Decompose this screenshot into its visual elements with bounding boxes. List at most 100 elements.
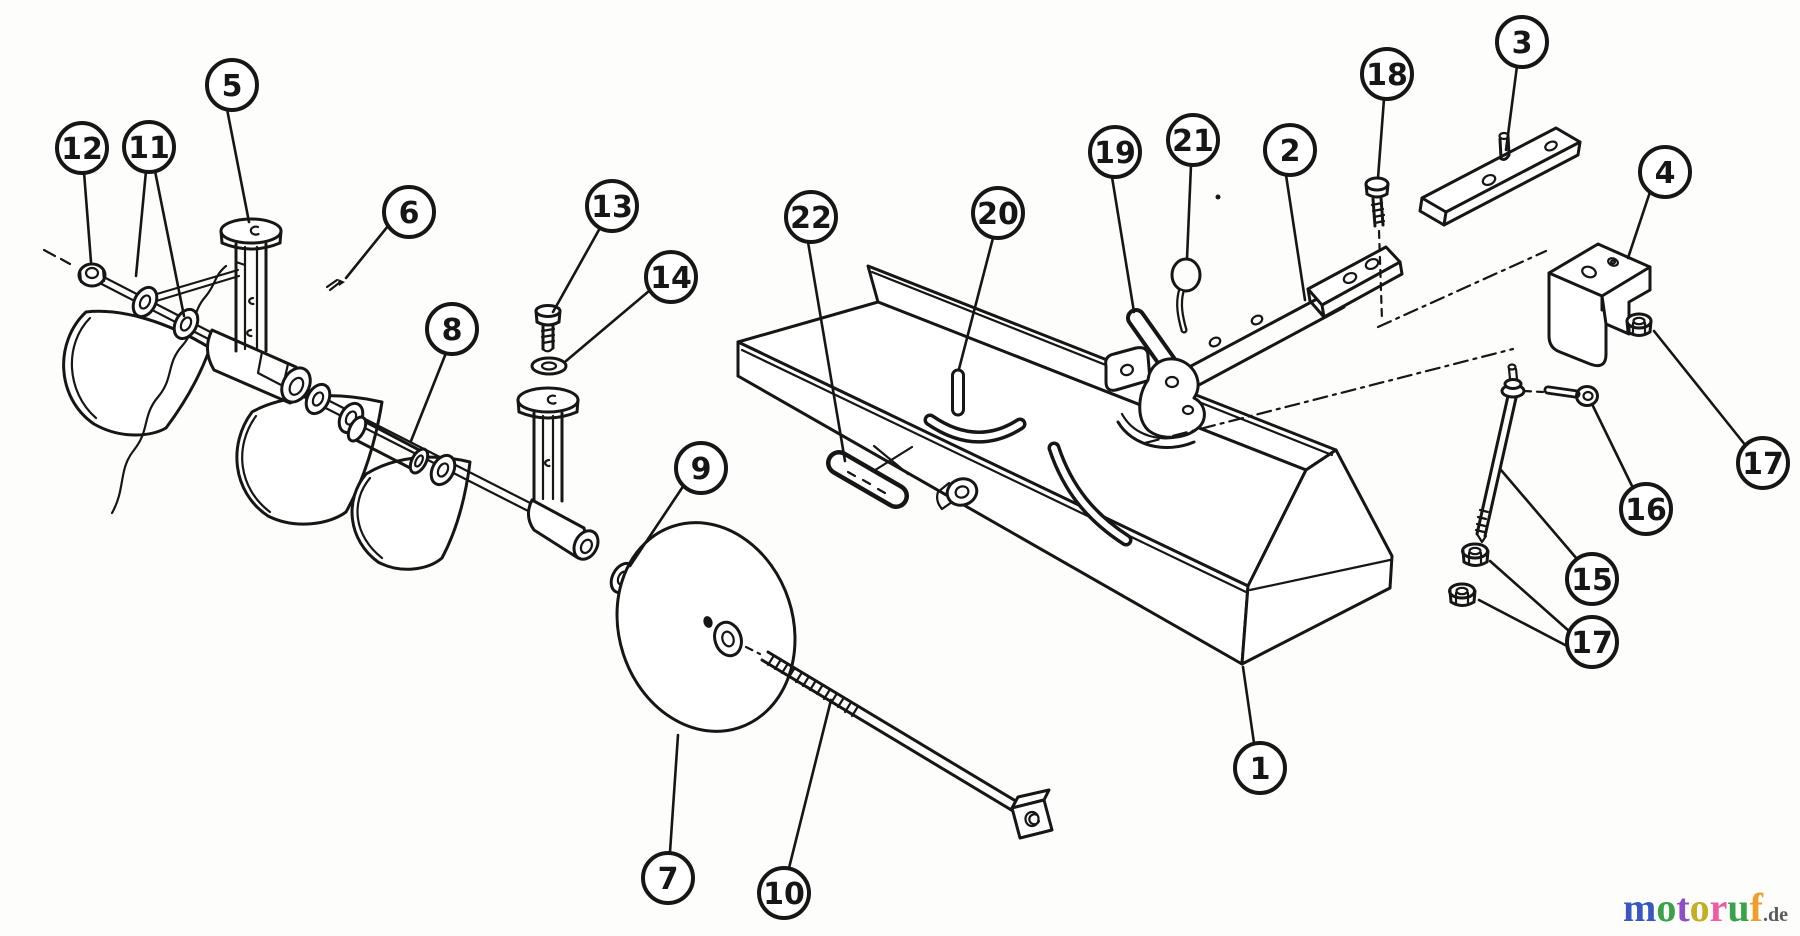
balloon-circle[interactable] (1495, 15, 1549, 69)
balloon-circle[interactable] (1088, 125, 1142, 179)
frame-arm (148, 268, 241, 304)
logo-letter: f (1749, 885, 1763, 930)
pivot-ear (1104, 346, 1152, 392)
balloon-circle[interactable] (971, 186, 1025, 240)
leader-line (1241, 665, 1256, 745)
pivot-plate (1138, 357, 1206, 439)
callout-balloon-1[interactable]: 1 (1233, 741, 1287, 795)
balloon-circle[interactable] (1736, 436, 1790, 490)
balloon-circle[interactable] (1263, 123, 1317, 177)
break-line (110, 264, 228, 515)
leader-line (806, 240, 847, 463)
leader-line (628, 483, 686, 568)
callout-balloon-3[interactable]: 3 (1495, 15, 1549, 69)
leader-line (409, 351, 448, 443)
tie-rod-15 (1474, 363, 1545, 544)
leader-line (344, 224, 390, 280)
callout-balloon-22[interactable]: 22 (784, 190, 838, 244)
leader-line (82, 170, 93, 264)
balloon-number: 4 (1655, 156, 1676, 191)
callout-balloon-18[interactable]: 18 (1360, 47, 1414, 101)
callout-balloon-5[interactable]: 5 (205, 58, 259, 112)
leader-line (1499, 468, 1579, 561)
balloon-circle[interactable] (1638, 145, 1692, 199)
balloon-number: 3 (1512, 26, 1533, 61)
hex-nut-17a (1461, 542, 1490, 567)
leader-line (153, 169, 186, 318)
callout-balloon-13[interactable]: 13 (585, 179, 639, 233)
callout-balloon-19[interactable]: 19 (1088, 125, 1142, 179)
balloon-number: 11 (128, 131, 170, 166)
balloon-number: 15 (1571, 563, 1613, 598)
leader-line (957, 236, 995, 371)
ring-pin-21 (1170, 257, 1202, 334)
hex-nut-17-top (1625, 312, 1653, 337)
callout-balloon-2[interactable]: 2 (1263, 123, 1317, 177)
leader-line (551, 226, 602, 314)
balloon-circle[interactable] (585, 179, 639, 233)
callout-balloon-8[interactable]: 8 (425, 302, 479, 356)
balloon-circle[interactable] (1565, 552, 1619, 606)
balloon-number: 6 (399, 196, 420, 231)
balloon-circle[interactable] (1360, 47, 1414, 101)
balloon-circle[interactable] (425, 302, 479, 356)
balloon-circle[interactable] (122, 120, 176, 174)
hex-nut-12 (77, 262, 107, 288)
washer-after-spacer (429, 453, 457, 487)
balloon-circle[interactable] (1565, 615, 1619, 669)
balloon-number: 21 (1172, 124, 1214, 159)
leader-line (668, 733, 680, 854)
spacer-tube-8 (346, 415, 430, 475)
callout-balloon-15[interactable]: 15 (1565, 552, 1619, 606)
balloon-circle[interactable] (382, 185, 436, 239)
balloon-number: 10 (763, 877, 805, 912)
washer-11a (131, 285, 159, 319)
pin-20 (951, 368, 965, 417)
callout-balloon-9[interactable]: 9 (674, 441, 728, 495)
leader-line (1376, 97, 1386, 180)
logo-letter: r (1709, 885, 1728, 930)
callout-balloon-20[interactable]: 20 (971, 186, 1025, 240)
balloon-number: 20 (977, 197, 1019, 232)
bolt-13 (534, 304, 562, 353)
callout-balloon-6[interactable]: 6 (382, 185, 436, 239)
balloon-circle[interactable] (1233, 741, 1287, 795)
callout-balloon-17[interactable]: 17 (1565, 615, 1619, 669)
motoruf-logo[interactable]: motoruf.de (1623, 888, 1788, 928)
callout-balloon-16[interactable]: 16 (1619, 482, 1673, 536)
bolt-18 (1364, 176, 1390, 228)
balloon-circle[interactable] (674, 441, 728, 495)
balloon-circle[interactable] (1619, 482, 1673, 536)
balloon-circle[interactable] (757, 866, 811, 920)
callout-balloon-7[interactable]: 7 (641, 851, 695, 905)
callout-balloon-4[interactable]: 4 (1638, 145, 1692, 199)
balloon-number: 16 (1625, 493, 1667, 528)
hitch-assembly (1104, 194, 1404, 450)
leader-line (564, 289, 651, 363)
balloon-number: 1 (1250, 752, 1271, 787)
balloon-circle[interactable] (784, 190, 838, 244)
balloon-circle[interactable] (1166, 113, 1220, 167)
washer-14 (530, 356, 568, 376)
leader-line (1488, 559, 1571, 633)
callout-balloon-11[interactable]: 11 (122, 120, 176, 174)
callout-balloon-12[interactable]: 12 (55, 121, 109, 175)
leader-line (225, 107, 251, 224)
pivot-boss (945, 477, 979, 507)
cross-mark (870, 444, 914, 476)
leader-line (1477, 598, 1569, 648)
callout-balloon-14[interactable]: 14 (644, 250, 698, 304)
balloon-circle[interactable] (55, 121, 109, 175)
balloon-number: 7 (658, 862, 679, 897)
callout-balloon-17[interactable]: 17 (1736, 436, 1790, 490)
balloon-circle[interactable] (205, 58, 259, 112)
callout-balloon-10[interactable]: 10 (757, 866, 811, 920)
balloon-circle[interactable] (644, 250, 698, 304)
balloon-circle[interactable] (641, 851, 695, 905)
clevis-link-16 (1543, 385, 1599, 407)
callout-balloon-21[interactable]: 21 (1166, 113, 1220, 167)
logo-letter: o (1689, 885, 1710, 930)
leader-line (1504, 64, 1519, 152)
